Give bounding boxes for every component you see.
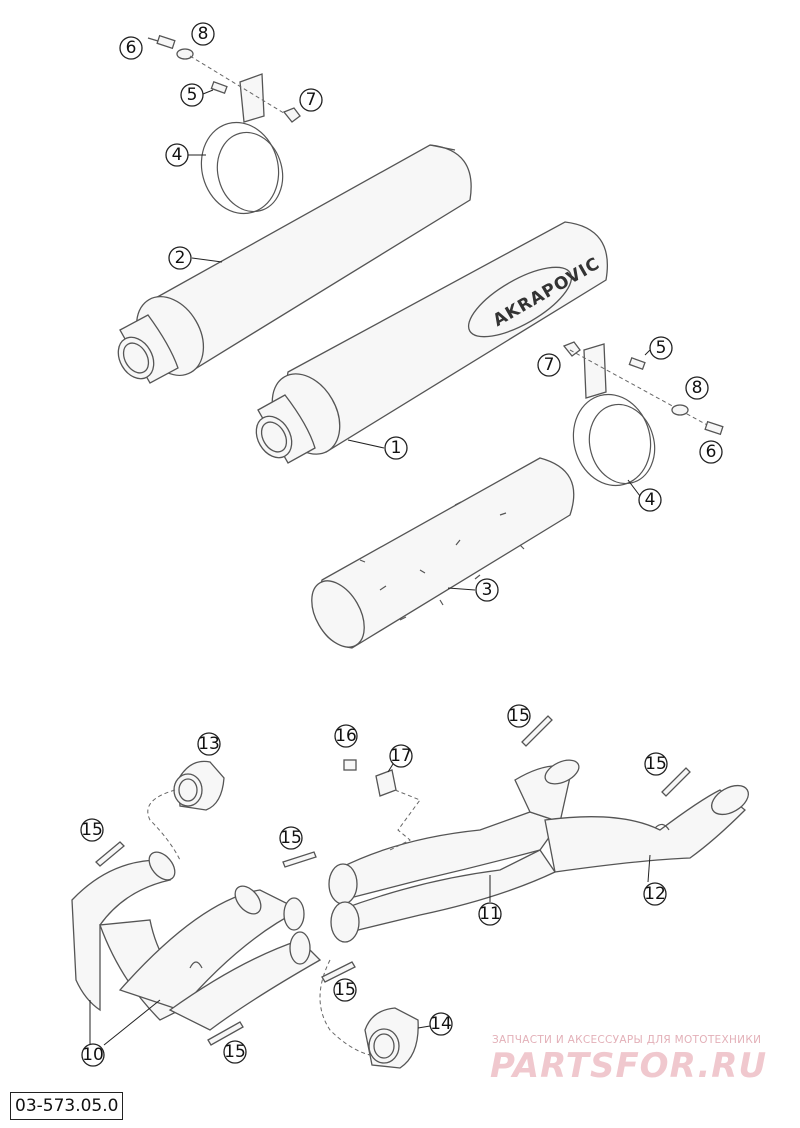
assembly-lines (147, 789, 421, 1056)
svg-text:13: 13 (198, 734, 220, 754)
svg-text:5: 5 (187, 85, 198, 105)
svg-text:2: 2 (175, 248, 186, 268)
svg-text:10: 10 (82, 1045, 104, 1065)
callout-15-f: 15 (644, 752, 668, 776)
callout-16: 16 (334, 724, 358, 748)
svg-text:8: 8 (692, 378, 703, 398)
svg-text:6: 6 (706, 442, 717, 462)
svg-text:17: 17 (390, 746, 412, 766)
svg-text:15: 15 (224, 1042, 246, 1062)
muffler-right: AKRAPOVIC (255, 221, 608, 464)
callout-14: 14 (417, 1012, 453, 1036)
svg-text:3: 3 (482, 580, 493, 600)
callout-10: 10 (81, 999, 161, 1067)
callout-13: 13 (197, 732, 221, 756)
callout-6-upper: 6 (119, 36, 143, 60)
svg-text:15: 15 (334, 980, 356, 1000)
collector-pipe (328, 759, 580, 943)
watermark-brand: PARTSFOR.RU (490, 1046, 768, 1086)
callout-15-d: 15 (223, 1040, 247, 1064)
callout-12: 12 (643, 854, 667, 906)
svg-text:14: 14 (430, 1014, 452, 1034)
flange-front (173, 760, 225, 811)
springs (95, 715, 691, 1046)
callout-15-a: 15 (80, 818, 104, 842)
callout-7-upper: 7 (299, 88, 323, 112)
flange-rear (364, 1007, 419, 1069)
callout-5-upper: 5 (180, 83, 214, 107)
callout-8-upper: 8 (191, 22, 215, 46)
svg-text:15: 15 (508, 706, 530, 726)
svg-text:6: 6 (126, 38, 137, 58)
callout-17: 17 (387, 744, 413, 773)
callout-11: 11 (478, 875, 502, 926)
svg-text:7: 7 (306, 90, 317, 110)
svg-text:1: 1 (391, 438, 402, 458)
callout-15-b: 15 (279, 826, 303, 850)
link-pipe (544, 784, 749, 873)
callout-3: 3 (447, 578, 499, 602)
svg-text:4: 4 (645, 490, 656, 510)
part-code-label: 03-573.05.0 (10, 1092, 124, 1120)
muffler-left (117, 144, 472, 384)
callout-8-lower: 8 (685, 376, 709, 400)
svg-text:16: 16 (335, 726, 357, 746)
clamp-assembly-lower (562, 341, 724, 487)
callout-6-lower: 6 (699, 440, 723, 464)
watermark-subtitle: ЗАПЧАСТИ И АКСЕССУАРЫ ДЛЯ МОТОТЕХНИКИ (492, 1034, 762, 1046)
svg-text:15: 15 (645, 754, 667, 774)
svg-text:4: 4 (172, 145, 183, 165)
callout-5-lower: 5 (644, 336, 673, 360)
svg-text:8: 8 (198, 24, 209, 44)
callout-2: 2 (168, 246, 223, 270)
clamp-assembly-upper (147, 34, 301, 215)
callout-4-upper: 4 (165, 143, 206, 167)
header-pipes-front (71, 851, 322, 1031)
callout-7-lower: 7 (537, 353, 561, 377)
svg-text:5: 5 (656, 338, 667, 358)
damping-insert (311, 457, 575, 649)
svg-text:7: 7 (544, 355, 555, 375)
svg-text:15: 15 (280, 828, 302, 848)
callout-15-e: 15 (507, 704, 531, 728)
clamp-bracket-assembly (343, 759, 397, 797)
callout-1: 1 (347, 436, 408, 460)
svg-text:12: 12 (644, 884, 666, 904)
svg-text:15: 15 (81, 820, 103, 840)
callout-15-c: 15 (333, 978, 357, 1002)
callout-4-lower: 4 (627, 479, 662, 512)
svg-text:11: 11 (479, 904, 501, 924)
